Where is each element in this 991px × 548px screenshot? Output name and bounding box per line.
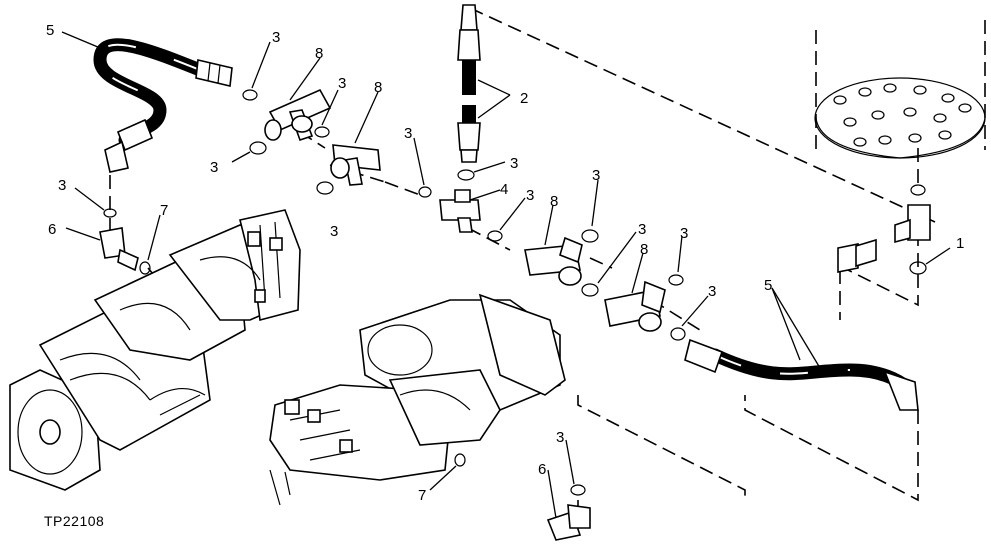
callout-3: 3 — [556, 429, 564, 446]
callout-3: 3 — [404, 125, 412, 142]
callout-6: 6 — [48, 221, 56, 238]
callout-8: 8 — [640, 241, 648, 258]
elbow-6-lower — [546, 504, 591, 541]
pump-assembly-center — [269, 293, 566, 506]
o-rings — [103, 89, 686, 496]
elbow-6-upper — [99, 227, 139, 272]
hose-2 — [457, 4, 481, 181]
pump-assembly-left — [9, 209, 301, 491]
callout-8: 8 — [374, 79, 382, 96]
callout-6: 6 — [538, 461, 546, 478]
callout-1: 1 — [956, 235, 964, 252]
callout-2: 2 — [520, 90, 528, 107]
tee-fitting-8c — [524, 236, 583, 286]
tee-fitting-8a — [264, 88, 332, 142]
callout-labels: 5 3 8 3 8 3 3 3 2 3 4 3 3 8 3 3 8 3 5 1 … — [46, 22, 964, 504]
callout-4: 4 — [500, 181, 508, 198]
callout-7: 7 — [160, 202, 168, 219]
callout-8: 8 — [315, 45, 323, 62]
fitting-4 — [439, 189, 481, 233]
callout-3: 3 — [58, 177, 66, 194]
callout-3: 3 — [338, 75, 346, 92]
figure-id: TP22108 — [44, 513, 104, 529]
callout-5: 5 — [46, 22, 54, 39]
callout-8: 8 — [550, 193, 558, 210]
callout-3: 3 — [592, 167, 600, 184]
callout-3: 3 — [526, 187, 534, 204]
tee-fitting-8d — [604, 280, 666, 332]
callout-3: 3 — [708, 283, 716, 300]
callout-7: 7 — [418, 487, 426, 504]
hose-5-lower — [684, 338, 919, 411]
tee-fitting-8b — [330, 144, 381, 186]
callout-3: 3 — [330, 223, 338, 240]
callout-5: 5 — [764, 277, 772, 294]
hose-5-upper — [93, 38, 233, 173]
callout-3: 3 — [510, 155, 518, 172]
callout-3: 3 — [638, 221, 646, 238]
callout-3: 3 — [680, 225, 688, 242]
reservoir-tank — [814, 77, 986, 275]
callout-3: 3 — [210, 159, 218, 176]
callout-3: 3 — [272, 29, 280, 46]
leader-lines — [61, 31, 951, 519]
